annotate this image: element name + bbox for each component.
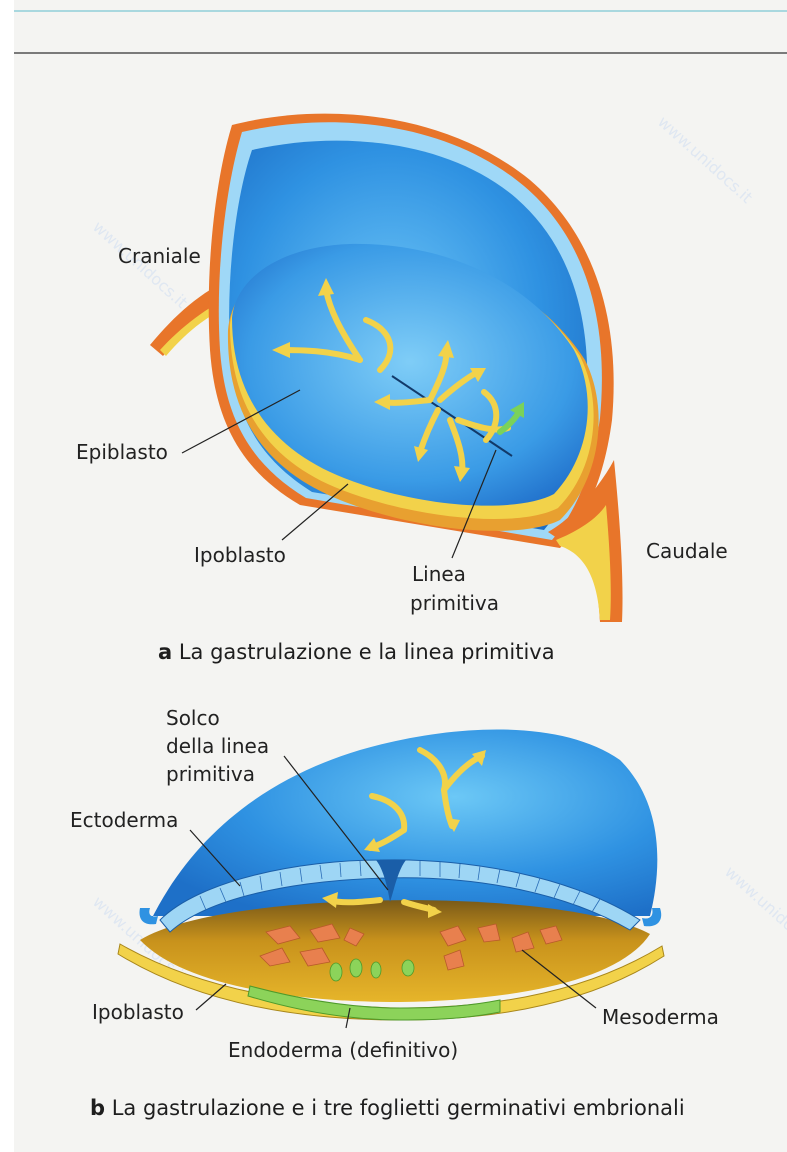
label-endoderma: Endoderma (definitivo) <box>228 1038 458 1062</box>
label-primitiva-b: primitiva <box>166 762 255 786</box>
label-mesoderma: Mesoderma <box>602 1005 719 1029</box>
caption-a-letter: a <box>158 640 172 664</box>
caption-b-text: La gastrulazione e i tre foglietti germi… <box>112 1096 685 1120</box>
label-caudale: Caudale <box>646 539 728 563</box>
label-craniale: Craniale <box>118 244 201 268</box>
label-della-linea: della linea <box>166 734 269 758</box>
label-epiblasto: Epiblasto <box>76 440 168 464</box>
label-primitiva: primitiva <box>410 591 499 615</box>
caption-b-letter: b <box>90 1096 105 1120</box>
label-ectoderma: Ectoderma <box>70 808 178 832</box>
label-ipoblasto-a: Ipoblasto <box>194 543 286 567</box>
figure-a-illustration <box>0 0 787 700</box>
caption-b: b La gastrulazione e i tre foglietti ger… <box>90 1096 685 1120</box>
caption-a-text: La gastrulazione e la linea primitiva <box>179 640 555 664</box>
label-solco: Solco <box>166 706 220 730</box>
label-ipoblasto-b: Ipoblasto <box>92 1000 184 1024</box>
label-linea: Linea <box>412 562 466 586</box>
caption-a: a La gastrulazione e la linea primitiva <box>158 640 555 664</box>
figure-b-illustration <box>0 690 787 1090</box>
